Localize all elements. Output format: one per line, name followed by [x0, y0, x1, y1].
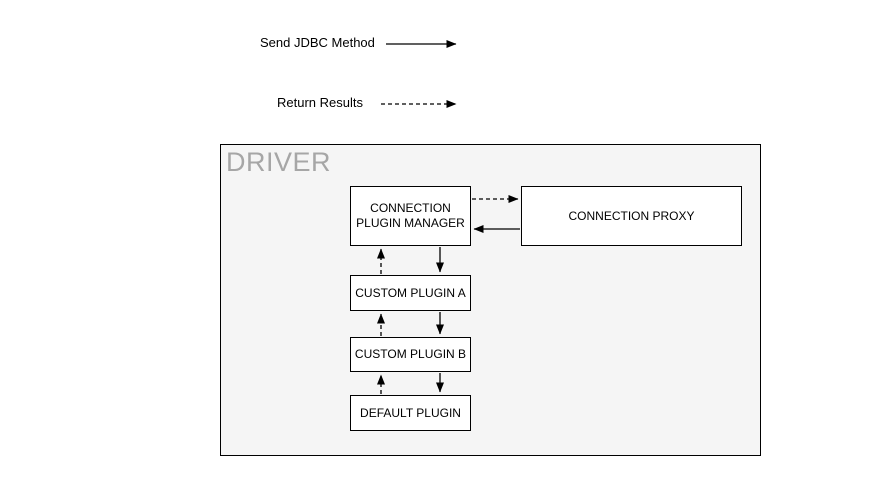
node-custom-plugin-a-label: CUSTOM PLUGIN A — [355, 285, 466, 300]
node-custom-plugin-b-label: CUSTOM PLUGIN B — [354, 347, 467, 361]
node-connection-proxy-label: CONNECTION PROXY — [568, 208, 695, 223]
node-default-plugin-label: DEFAULT PLUGIN — [360, 405, 461, 420]
node-connection-plugin-manager: CONNECTION PLUGIN MANAGER — [350, 186, 471, 246]
legend-return-results-label: Return Results — [277, 95, 363, 110]
legend-send-jdbc-label: Send JDBC Method — [260, 35, 375, 50]
node-connection-plugin-manager-label: CONNECTION PLUGIN MANAGER — [356, 201, 465, 230]
driver-title: DRIVER — [226, 147, 332, 177]
node-custom-plugin-b: CUSTOM PLUGIN B — [350, 337, 471, 372]
node-default-plugin: DEFAULT PLUGIN — [350, 395, 471, 431]
node-custom-plugin-a: CUSTOM PLUGIN A — [350, 275, 471, 311]
node-connection-proxy: CONNECTION PROXY — [521, 186, 742, 246]
